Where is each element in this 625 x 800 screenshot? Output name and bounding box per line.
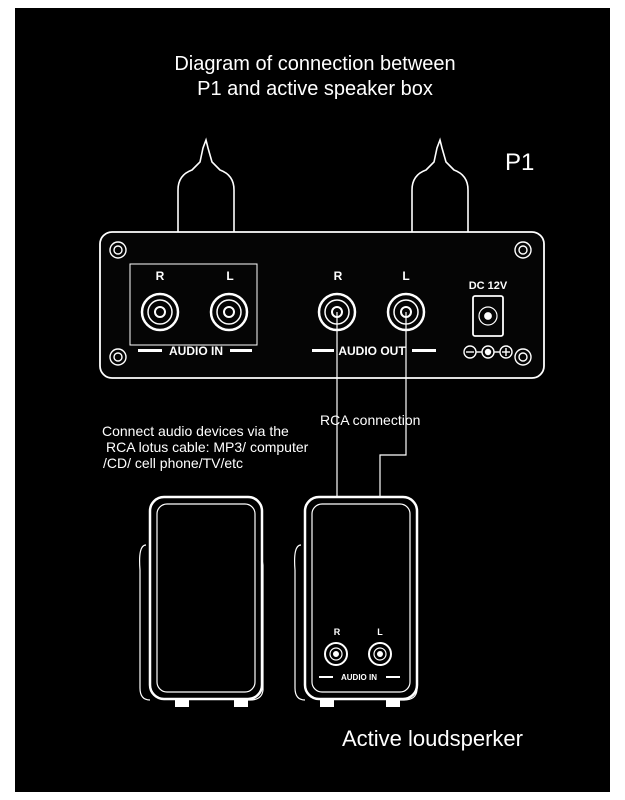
screw-top-right-icon <box>514 241 532 259</box>
dc-power-label: DC 12V <box>469 280 508 292</box>
audio-in-label: AUDIO IN <box>169 344 223 358</box>
audio-out-bar-right <box>412 349 436 352</box>
screw-bottom-left-icon <box>109 348 127 366</box>
device-rear-panel <box>99 231 545 379</box>
title-line-1: Diagram of connection between <box>174 53 455 75</box>
speaker-audio-in-bar-right <box>386 676 400 678</box>
speaker-audio-in-bar-left <box>319 676 333 678</box>
speaker-in-r-label: R <box>334 627 341 637</box>
screw-bottom-right-icon <box>514 348 532 366</box>
speaker-caption: Active loudsperker <box>342 726 523 751</box>
source-note-line-1: Connect audio devices via the <box>102 423 289 439</box>
audio-out-bar-left <box>312 349 334 352</box>
polarity-symbol-icon <box>463 345 513 359</box>
speaker-audio-in-label: AUDIO IN <box>341 673 377 682</box>
rca-jack-in-r-icon <box>140 292 180 332</box>
audio-in-r-label: R <box>156 269 165 283</box>
speaker-left-icon <box>139 495 264 707</box>
speaker-in-l-label: L <box>377 627 383 637</box>
audio-in-l-label: L <box>226 269 233 283</box>
audio-out-label: AUDIO OUT <box>338 344 406 358</box>
audio-in-frame <box>129 263 258 346</box>
dc-power-jack-icon <box>472 295 504 337</box>
audio-in-bar-left <box>138 349 162 352</box>
source-note-line-3: /CD/ cell phone/TV/etc <box>103 455 243 471</box>
rca-jack-in-l-icon <box>209 292 249 332</box>
tube-right-icon <box>411 137 469 232</box>
tube-left-icon <box>177 137 235 232</box>
audio-out-r-label: R <box>334 269 343 283</box>
audio-out-l-label: L <box>402 269 409 283</box>
screw-top-left-icon <box>109 241 127 259</box>
audio-in-bar-right <box>230 349 252 352</box>
speaker-rca-jack-l-icon <box>368 642 392 666</box>
model-label: P1 <box>505 149 534 176</box>
speaker-rca-jack-r-icon <box>324 642 348 666</box>
rca-connection-label: RCA connection <box>320 412 420 428</box>
title-line-2: P1 and active speaker box <box>197 78 433 100</box>
source-note-line-2: RCA lotus cable: MP3/ computer <box>106 439 309 455</box>
